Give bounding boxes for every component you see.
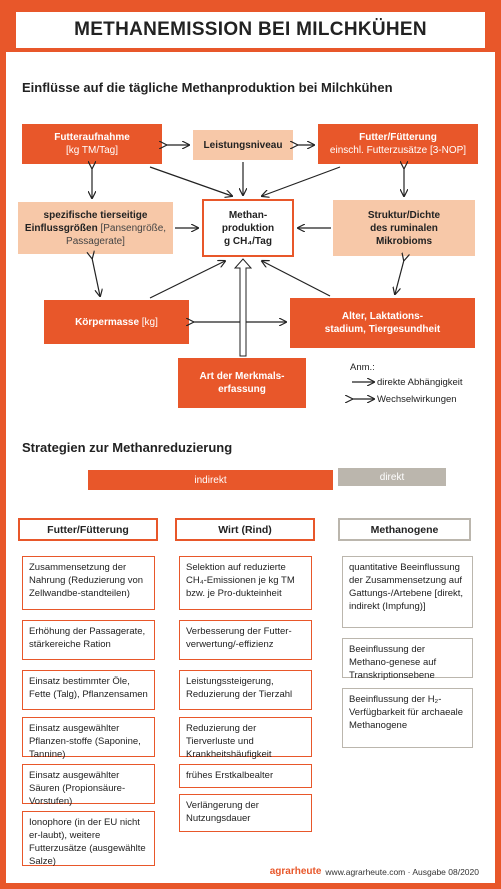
thick-arrow	[233, 258, 253, 357]
col1-item-5: Einsatz ausgewählter Säuren (Propionsäur…	[22, 764, 155, 807]
tierseitig-title1: spezifische tierseitige	[43, 209, 148, 221]
col2-head: Wirt (Rind)	[175, 518, 315, 541]
strategies-heading: Strategien zur Methanreduzierung	[22, 440, 233, 455]
alter-line2: stadium, Tiergesundheit	[324, 324, 441, 335]
box-methanproduktion: Methan- produktion g CH₄/Tag	[202, 199, 294, 257]
leistungsniveau-title: Leistungsniveau	[203, 139, 283, 151]
arrow-fu-center	[262, 166, 341, 196]
koerpermasse-sub: [kg]	[141, 316, 158, 328]
arrow-al-center	[262, 261, 331, 297]
col2-item-1: Selektion auf reduzierte CH₄-Emissionen …	[179, 556, 312, 610]
box-futteraufnahme: Futteraufnahme [kg TM/Tag]	[22, 124, 162, 164]
tierseitig-sub1: [Pansengröße,	[100, 222, 167, 234]
center-line3: g CH₄/Tag	[224, 235, 272, 247]
col1-item-1: Zusammensetzung der Nahrung (Reduzierung…	[22, 556, 155, 610]
footer-text: www.agrarheute.com · Ausgabe 08/2020	[325, 866, 479, 877]
col1-item-6: Ionophore (in der EU nicht er-laubt), we…	[22, 811, 155, 867]
col2-item-5: frühes Erstkalbealter	[179, 764, 312, 788]
col2-item-2: Verbesserung der Futter-verwertung/-effi…	[179, 620, 312, 660]
col3-item-2: Beeinflussung der Methano-genese auf Tra…	[342, 638, 473, 681]
legend-item-interaction: Wechselwirkungen	[377, 394, 457, 405]
col1-head: Futter/Fütterung	[18, 518, 158, 541]
arrow-ts-km	[92, 258, 100, 296]
arrow-km-center	[149, 261, 225, 299]
indirekt-header: indirekt	[88, 470, 333, 490]
struktur-line3: Mikrobioms	[375, 235, 433, 247]
col3-head: Methanogene	[338, 518, 471, 541]
box-leistungsniveau: Leistungsniveau	[193, 130, 293, 160]
alter-line1: Alter, Laktations-	[341, 311, 424, 322]
struktur-line2: des ruminalen	[370, 222, 438, 234]
direkt-header: direkt	[338, 468, 446, 486]
box-tierseitig: spezifische tierseitige Einflussgrößen […	[18, 202, 173, 254]
col1-item-3: Einsatz bestimmter Öle, Fette (Talg), Pf…	[22, 670, 155, 710]
futteraufnahme-sub: [kg TM/Tag]	[65, 145, 119, 156]
tierseitig-title2: Einflussgrößen	[24, 222, 98, 234]
col3-item-3: Beeinflussung der H₂-Verfügbarkeit für a…	[342, 688, 473, 748]
center-line2: produktion	[221, 222, 275, 234]
center-line1: Methan-	[228, 209, 268, 221]
brand-logo: agrarheute	[269, 866, 322, 877]
koerpermasse-title: Körpermasse	[75, 316, 139, 328]
box-merkmal: Art der Merkmals- erfassung	[178, 358, 306, 408]
arrow-fa-center	[149, 166, 232, 196]
fuetterung-title: Futter/Fütterung	[359, 132, 437, 143]
col1-item-4: Einsatz ausgewählter Pflanzen-stoffe (Sa…	[22, 717, 155, 760]
box-struktur: Struktur/Dichte des ruminalen Mikrobioms	[333, 200, 475, 256]
box-alter: Alter, Laktations- stadium, Tiergesundhe…	[290, 298, 475, 348]
arrow-st-al	[395, 260, 404, 294]
box-koerpermasse: Körpermasse [kg]	[44, 300, 189, 344]
fuetterung-sub: einschl. Futterzusätze [3-NOP]	[329, 145, 467, 156]
footer: agrarheute www.agrarheute.com · Ausgabe …	[270, 866, 479, 877]
col2-item-4: Reduzierung der Tierverluste und Krankhe…	[179, 717, 312, 760]
legend-item-direct: direkte Abhängigkeit	[377, 377, 463, 388]
legend-title: Anm.:	[350, 362, 375, 373]
merkmal-line1: Art der Merkmals-	[199, 371, 285, 382]
col2-item-3: Leistungssteigerung, Reduzierung der Tie…	[179, 670, 312, 710]
tierseitig-sub2: Passagerate]	[66, 235, 125, 247]
col1-item-2: Erhöhung der Passagerate, stärkereiche R…	[22, 620, 155, 660]
influences-heading: Einflüsse auf die tägliche Methanprodukt…	[22, 80, 393, 95]
struktur-line1: Struktur/Dichte	[367, 209, 441, 221]
col2-item-6: Verlängerung der Nutzungsdauer	[179, 794, 312, 832]
merkmal-line2: erfassung	[218, 384, 266, 395]
futteraufnahme-title: Futteraufnahme	[54, 132, 130, 143]
col3-item-1: quantitative Beeinflussung der Zusammens…	[342, 556, 473, 628]
box-fuetterung: Futter/Fütterung einschl. Futterzusätze …	[318, 124, 478, 164]
page-title: METHANEMISSION BEI MILCHKÜHEN	[16, 12, 485, 48]
